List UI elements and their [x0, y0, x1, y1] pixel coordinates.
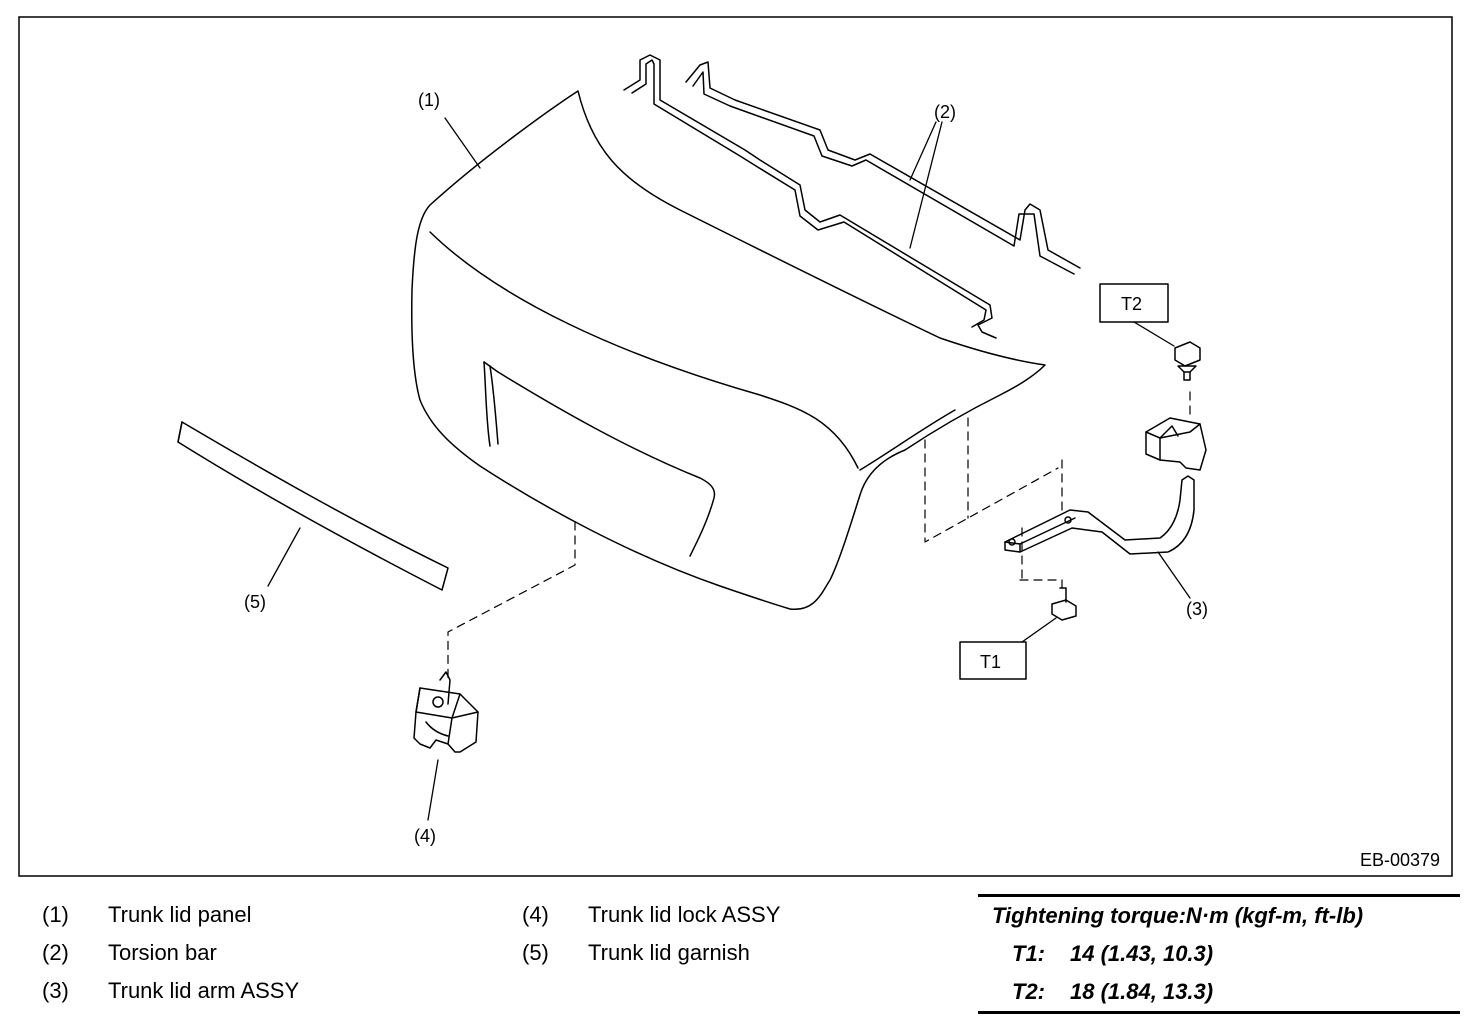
- callout-3: (3): [1186, 599, 1208, 619]
- assembly-dashed-lines: [447, 391, 1191, 681]
- torque-row: T1: 14 (1.43, 10.3): [978, 935, 1460, 973]
- torque-table: Tightening torque:N·m (kgf-m, ft-lb) T1:…: [978, 894, 1460, 1014]
- t1-callout-box: [959, 641, 1027, 680]
- torque-value: 14 (1.43, 10.3): [1070, 941, 1214, 966]
- leader-lines: [267, 117, 1191, 821]
- legend-item: (2) Torsion bar: [42, 934, 299, 972]
- t2-callout-box: [1099, 283, 1169, 323]
- legend-label: Trunk lid garnish: [588, 940, 750, 965]
- legend-num: (5): [522, 940, 549, 965]
- figure-code: EB-00379: [1360, 850, 1440, 870]
- callout-4: (4): [414, 826, 436, 846]
- torque-heading: Tightening torque:N·m (kgf-m, ft-lb): [992, 903, 1364, 928]
- legend-num: (2): [42, 940, 69, 965]
- legend-num: (1): [42, 902, 69, 927]
- callout-t1: T1: [980, 652, 1001, 672]
- trunk-lid-arm-assy: [1004, 417, 1207, 555]
- legend-label: Trunk lid lock ASSY: [588, 902, 781, 927]
- trunk-lid-lock-assy: [413, 671, 479, 753]
- bolt-t1: [1051, 587, 1077, 621]
- legend-item: (1) Trunk lid panel: [42, 896, 299, 934]
- figure-frame: [18, 16, 1453, 877]
- legend-label: Trunk lid panel: [108, 902, 252, 927]
- legend-item: (4) Trunk lid lock ASSY: [522, 896, 780, 934]
- legend-label: Trunk lid arm ASSY: [108, 978, 300, 1003]
- parts-legend-col1: (1) Trunk lid panel (2) Torsion bar (3) Tru…: [42, 896, 299, 1010]
- parts-legend-col2: (4) Trunk lid lock ASSY (5) Trunk lid garn…: [522, 896, 780, 972]
- trunk-lid-panel: [411, 90, 1046, 610]
- torque-row: T2: 18 (1.84, 13.3): [978, 973, 1460, 1011]
- callout-1: (1): [418, 90, 440, 110]
- torque-value: 18 (1.84, 13.3): [1070, 979, 1214, 1004]
- torque-key: T1:: [1012, 941, 1045, 966]
- legend-item: (5) Trunk lid garnish: [522, 934, 780, 972]
- legend-item: (3) Trunk lid arm ASSY: [42, 972, 299, 1010]
- legend-num: (4): [522, 902, 549, 927]
- legend-num: (3): [42, 978, 69, 1003]
- trunk-lid-garnish: [177, 421, 449, 591]
- legend-label: Torsion bar: [108, 940, 217, 965]
- callout-5: (5): [244, 592, 266, 612]
- torsion-bars: [623, 54, 1081, 339]
- bolt-t2: [1174, 341, 1201, 381]
- callout-2: (2): [934, 102, 956, 122]
- callout-t2: T2: [1121, 294, 1142, 314]
- torque-key: T2:: [1012, 979, 1045, 1004]
